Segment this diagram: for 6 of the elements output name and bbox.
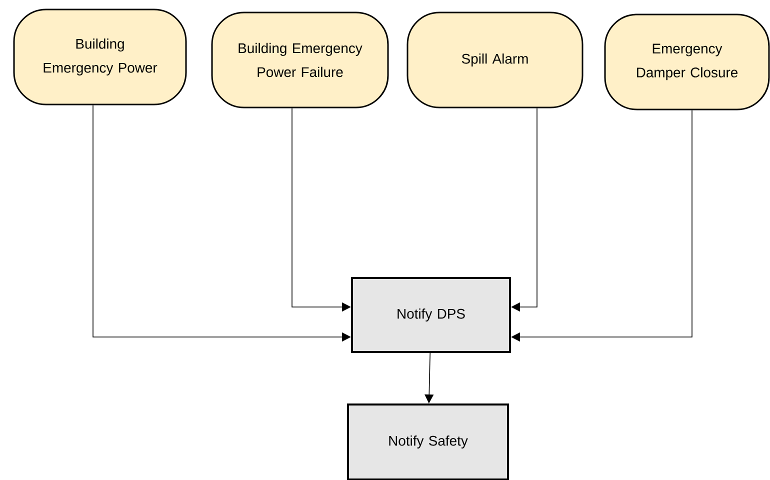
terminal-box: Emergency Damper Closure xyxy=(604,14,770,110)
terminal-box: Spill Alarm xyxy=(406,12,584,108)
terminal-box: Building Emergency Power Failure xyxy=(211,12,389,108)
terminal-box: Building Emergency Power xyxy=(13,8,187,106)
process-box: Notify DPS xyxy=(351,276,511,353)
process-box: Notify Safety xyxy=(347,403,509,480)
